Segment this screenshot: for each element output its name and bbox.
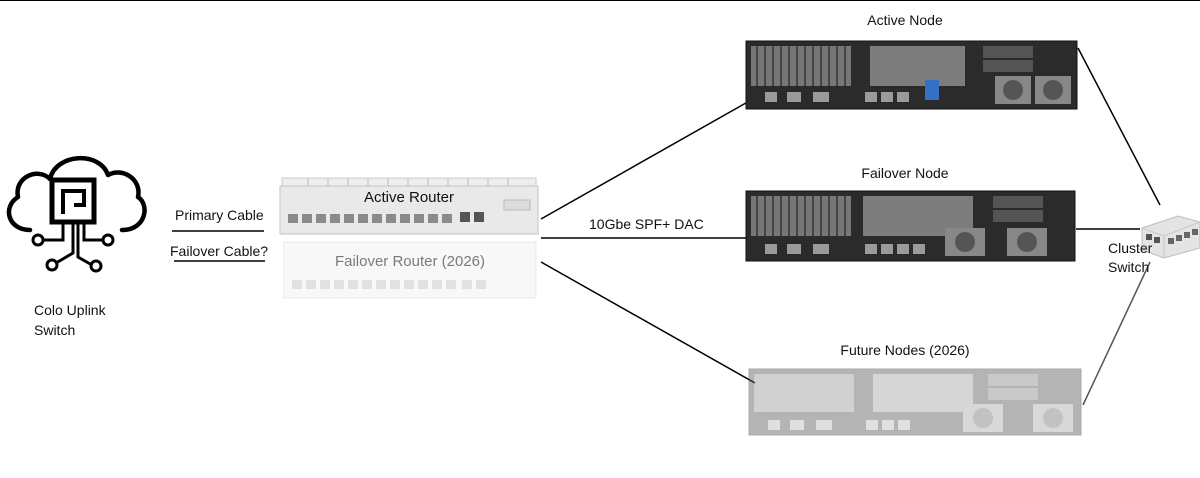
primary-cable-label: Primary Cable <box>175 207 264 223</box>
router-device-icon <box>279 177 539 235</box>
failover-cable-label: Failover Cable? <box>170 243 269 259</box>
uplink-label-line2: Switch <box>34 322 76 338</box>
colo-uplink-switch <box>0 145 150 275</box>
active-node-server <box>745 40 1078 110</box>
future-nodes-server <box>748 368 1082 436</box>
future-nodes-to-switch-line <box>1082 261 1151 406</box>
cluster-switch-label-line2: Switch <box>1108 259 1150 275</box>
active-node-to-switch-line <box>1077 47 1161 206</box>
dac-link-label: 10Gbe SPF+ DAC <box>589 216 704 232</box>
uplink-label-line1: Colo Uplink <box>34 302 106 318</box>
failover-node-server <box>745 190 1076 262</box>
future-nodes-label: Future Nodes (2026) <box>840 342 970 358</box>
server-rack-icon <box>745 190 1076 262</box>
failover-router <box>282 240 538 300</box>
router-to-active-node-line <box>540 94 761 220</box>
active-node-label: Active Node <box>867 12 943 28</box>
failover-router-label: Failover Router (2026) <box>334 253 486 270</box>
router-device-icon <box>283 241 537 299</box>
failover-node-label: Failover Node <box>861 165 949 181</box>
cluster-switch <box>1138 200 1200 260</box>
server-rack-icon <box>745 40 1078 110</box>
router-to-future-nodes-line <box>540 261 756 384</box>
cluster-switch-label-line1: Cluster <box>1108 240 1153 256</box>
active-router <box>278 176 540 236</box>
cloud-network-icon <box>6 156 147 273</box>
top-border-line <box>0 0 1200 1</box>
active-router-label: Active Router <box>363 189 455 206</box>
network-switch-icon <box>1141 215 1200 259</box>
server-rack-icon <box>748 368 1082 436</box>
